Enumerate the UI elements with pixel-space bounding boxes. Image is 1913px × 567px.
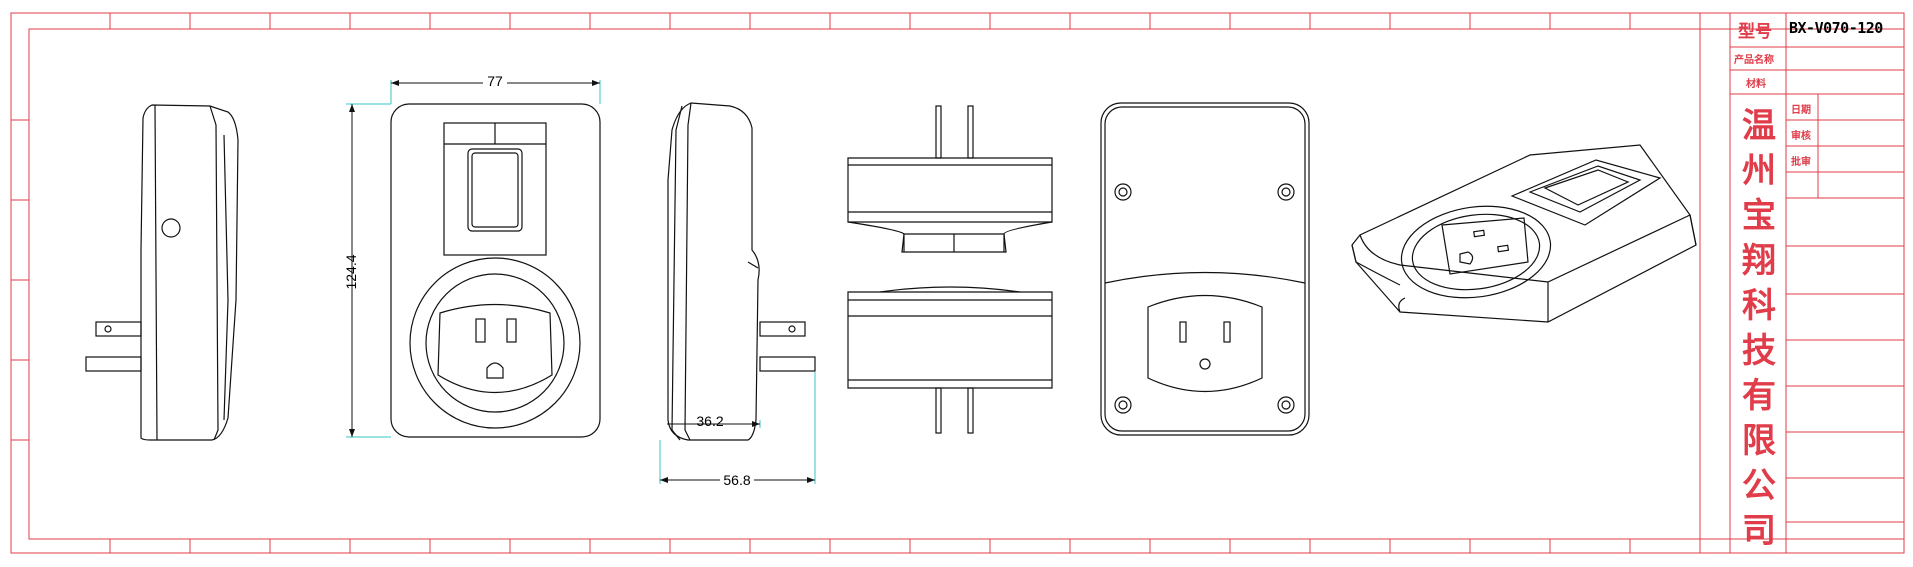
dim-width-label: 77	[487, 73, 503, 89]
company-char: 公	[1742, 466, 1776, 506]
back-view	[1100, 102, 1310, 436]
review-label: 审核	[1791, 131, 1811, 142]
side-view-left	[85, 104, 239, 441]
company-char: 有	[1742, 376, 1776, 416]
company-char: 技	[1742, 331, 1776, 371]
material-label: 材料	[1746, 79, 1766, 90]
product-name-label: 产品名称	[1734, 55, 1774, 66]
model-value: BX-V070-120	[1789, 19, 1883, 37]
dim-depth-total-label: 56.8	[723, 472, 750, 488]
side-view-right	[667, 102, 816, 441]
company-char: 限	[1742, 421, 1776, 461]
company-name-vertical: 温 州 宝 翔 科 技 有 限 公 司	[1734, 104, 1784, 554]
drawing-frame	[10, 12, 1905, 554]
dimension-width: 77	[390, 73, 601, 104]
company-char: 司	[1742, 511, 1776, 551]
model-label: 型号	[1738, 22, 1772, 42]
dim-height-label: 124.4	[343, 254, 359, 289]
company-char: 翔	[1742, 241, 1776, 281]
isometric-view	[1351, 144, 1697, 323]
dimension-height: 124.4	[343, 103, 391, 438]
company-char: 州	[1742, 151, 1776, 191]
bottom-view	[847, 286, 1053, 434]
front-view	[390, 103, 601, 438]
dimension-depth-total: 56.8	[659, 372, 816, 488]
company-char: 宝	[1742, 196, 1776, 236]
frame-ticks	[11, 13, 1701, 553]
company-char: 科	[1742, 286, 1776, 326]
date-label: 日期	[1791, 105, 1811, 116]
dimension-depth-body: 36.2	[659, 413, 761, 470]
company-char: 温	[1742, 106, 1776, 146]
dim-depth-body-label: 36.2	[696, 413, 723, 429]
top-view	[847, 105, 1053, 253]
approve-label: 批审	[1791, 157, 1811, 168]
